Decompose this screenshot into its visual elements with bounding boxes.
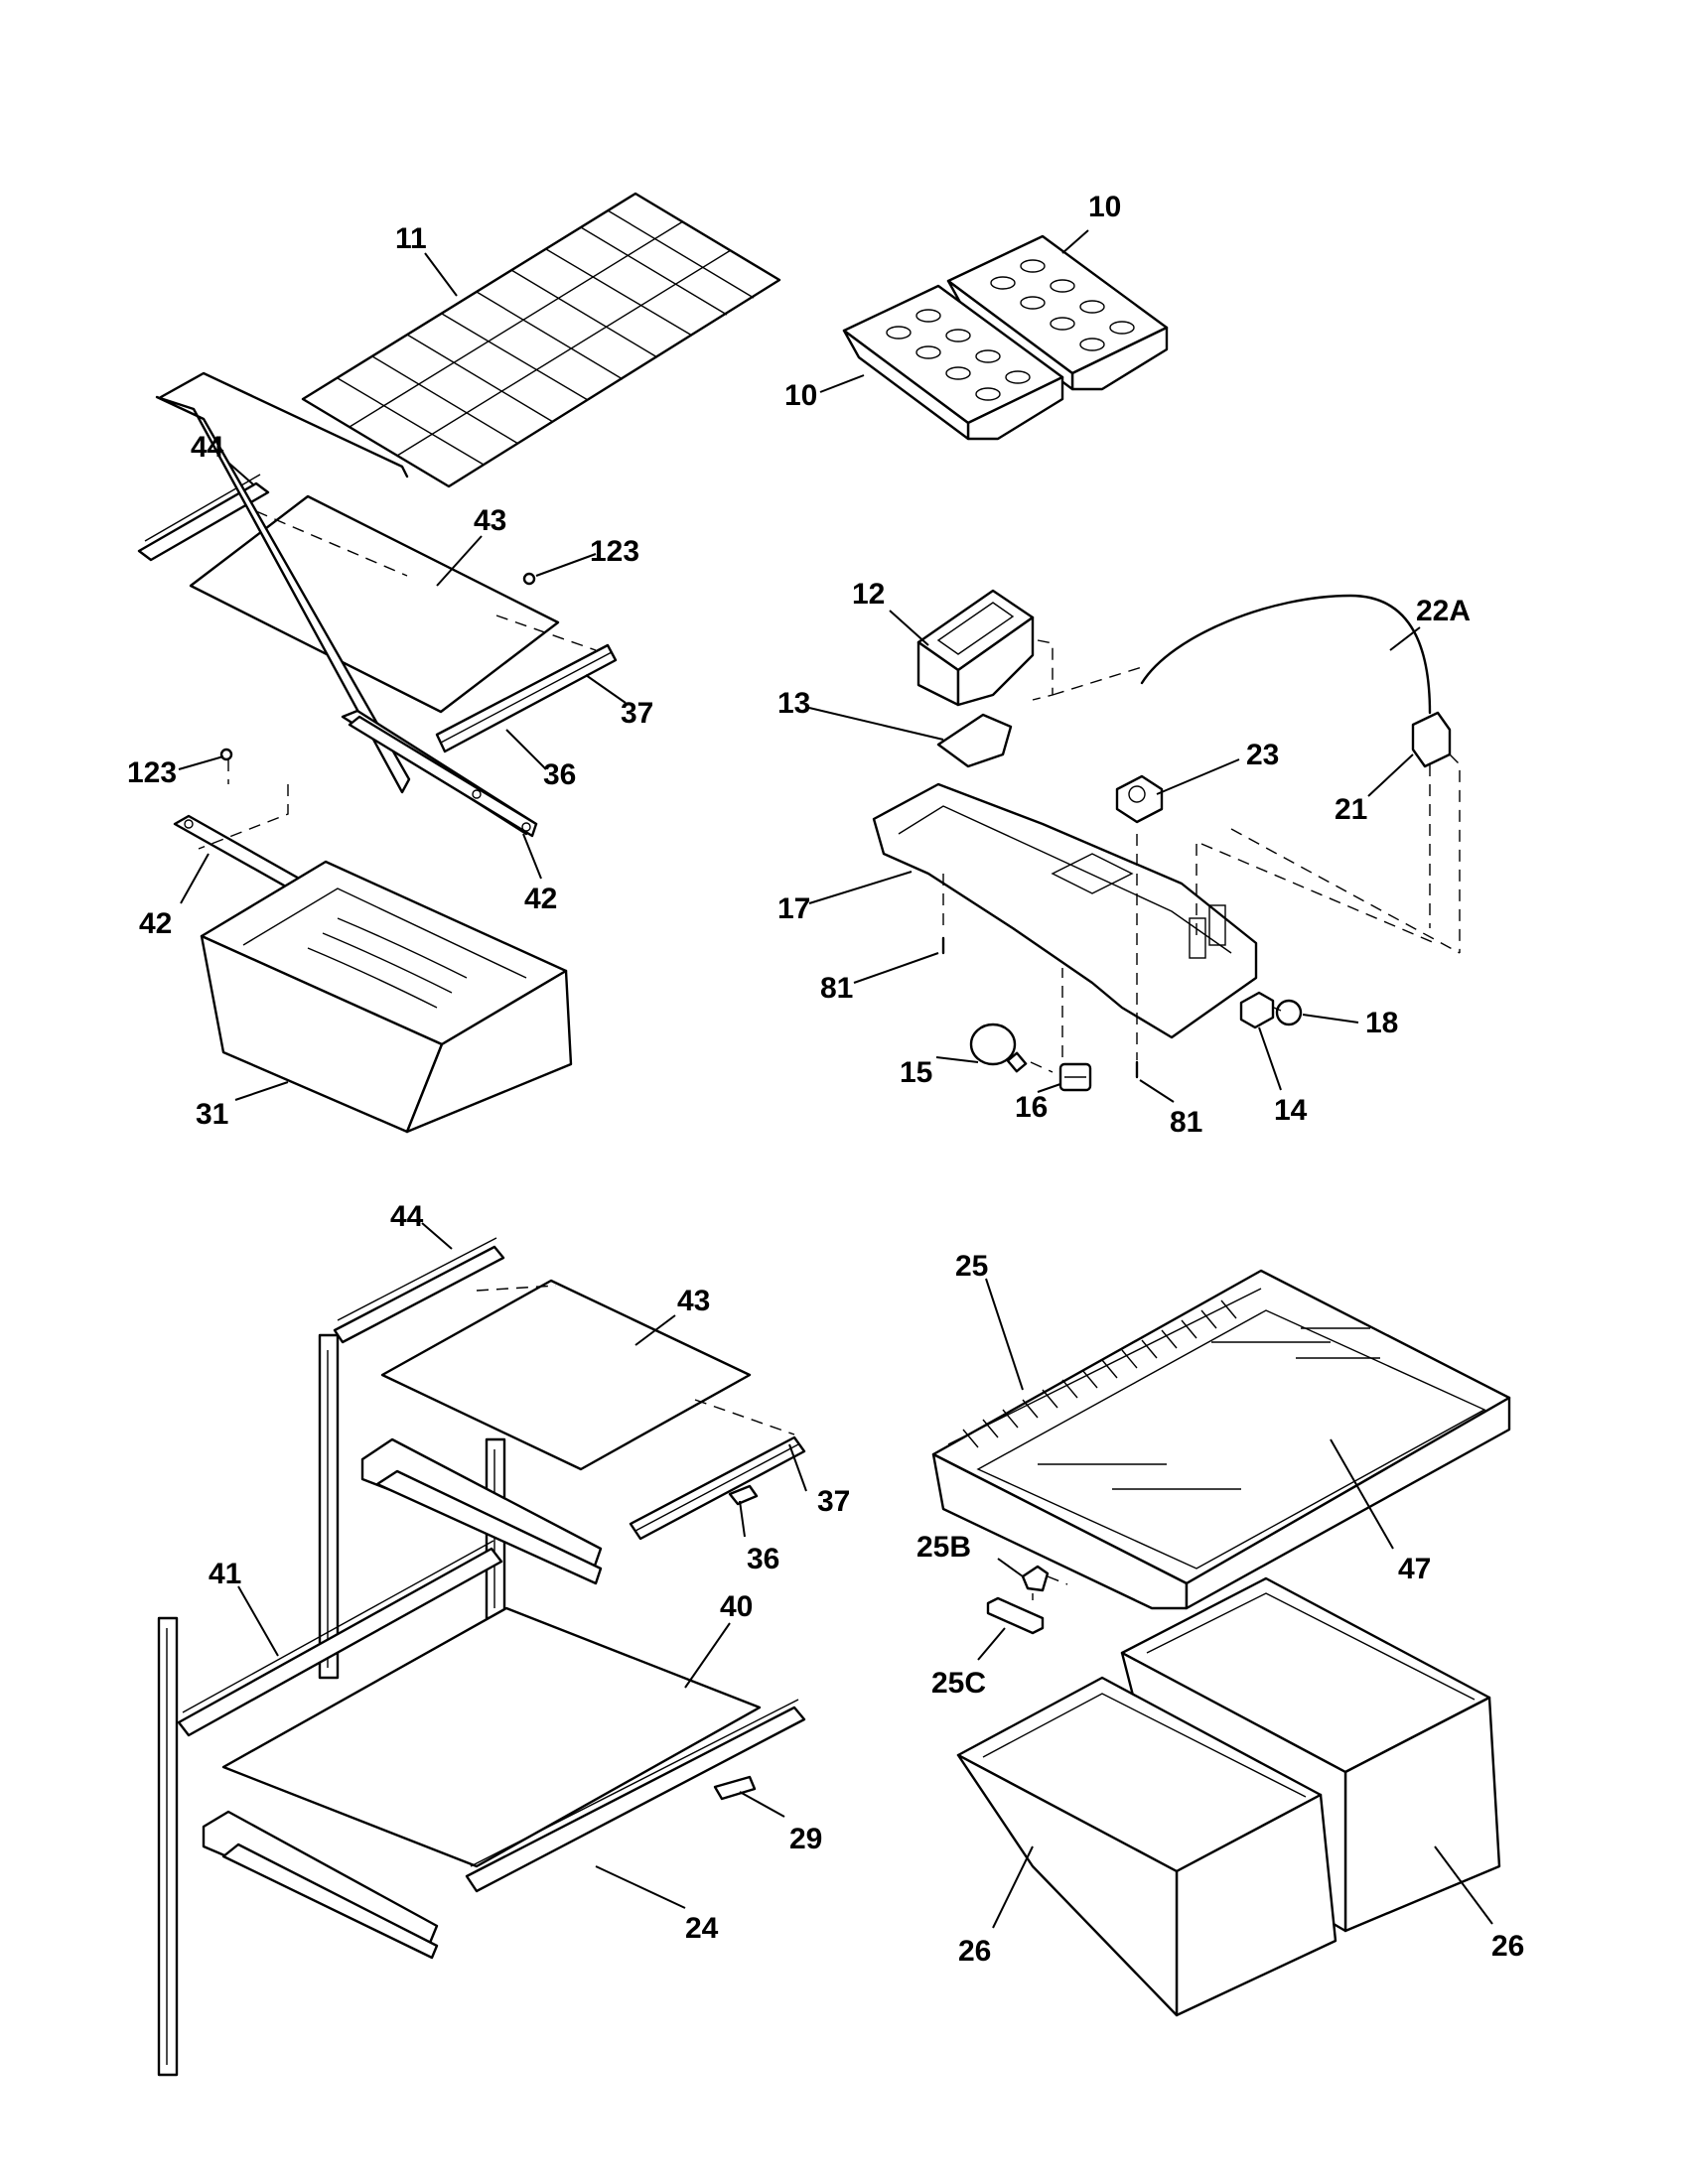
timer-part-23 [1115, 774, 1164, 824]
callout-15: 15 [900, 1056, 932, 1089]
crisper-cover-glass-part-47 [976, 1309, 1486, 1570]
ice-chute-part-13 [936, 713, 1013, 768]
shelf-frame-lower-upper [360, 1437, 603, 1585]
callout-16: 16 [1015, 1091, 1048, 1124]
callout-labels: 11 10 10 44 43 123 37 36 123 42 42 31 12… [127, 191, 1524, 1968]
ice-maker-housing-part-17 [872, 782, 1258, 1039]
shelf-trim-part-24 [465, 1699, 806, 1893]
callout-44-lower: 44 [390, 1200, 424, 1233]
callout-10-left: 10 [784, 379, 817, 412]
screw-part-123-lower [219, 748, 233, 761]
crisper-drawer-part-26-left [956, 1676, 1337, 2017]
callout-17: 17 [777, 892, 810, 925]
callout-43-lower: 43 [677, 1285, 710, 1317]
humidity-bracket-part-25C [986, 1596, 1045, 1635]
light-bulb-part-15 [969, 1023, 1028, 1073]
callout-36-upper: 36 [543, 758, 576, 791]
crisper-cover-part-25 [931, 1269, 1511, 1610]
callout-26-left: 26 [958, 1935, 991, 1968]
callout-22A: 22A [1416, 595, 1471, 627]
callout-10-top: 10 [1088, 191, 1121, 223]
callout-81-right: 81 [1170, 1106, 1202, 1139]
callout-81-left: 81 [820, 972, 853, 1005]
ice-tray-part-10-front [842, 284, 1064, 441]
callout-21: 21 [1335, 793, 1367, 826]
callout-29: 29 [789, 1823, 822, 1855]
callout-123-lower: 123 [127, 756, 177, 789]
ice-bin-part-12 [916, 589, 1035, 707]
callout-24: 24 [685, 1912, 719, 1945]
callout-13: 13 [777, 687, 810, 720]
callout-14: 14 [1274, 1094, 1308, 1127]
vertical-ladder-rear [318, 1333, 340, 1680]
callout-18: 18 [1365, 1007, 1398, 1039]
callout-42-left: 42 [139, 907, 172, 940]
shelf-rail-part-36-lower [728, 1484, 759, 1506]
callout-36-lower: 36 [747, 1543, 779, 1575]
vertical-ladder-front [157, 1616, 179, 2077]
shelf-frame-upper [155, 371, 411, 794]
callout-31: 31 [196, 1098, 228, 1131]
callout-37-upper: 37 [621, 697, 653, 730]
callout-123-upper: 123 [590, 535, 639, 568]
light-socket-part-16 [1058, 1062, 1092, 1092]
wire-harness-part-22A [1140, 594, 1432, 715]
glass-shelf-part-43-lower [380, 1279, 752, 1471]
callout-26-right: 26 [1491, 1930, 1524, 1963]
callout-25B: 25B [916, 1531, 971, 1564]
shelf-bracket-part-42-right-upper [348, 715, 538, 838]
callout-44-upper: 44 [191, 431, 224, 464]
screw-part-123-upper [522, 572, 536, 586]
plug-part-18 [1275, 999, 1303, 1026]
callout-42-right: 42 [524, 883, 557, 915]
callout-41: 41 [209, 1558, 241, 1590]
humidity-slide-part-25B [1021, 1565, 1050, 1592]
shelf-trim-part-41 [177, 1540, 503, 1737]
glass-shelf-part-43-upper [189, 494, 560, 714]
callout-40: 40 [720, 1590, 753, 1623]
shelf-trim-part-44-lower [333, 1237, 505, 1344]
callout-37-lower: 37 [817, 1485, 850, 1518]
callout-47: 47 [1398, 1553, 1431, 1585]
callout-25C: 25C [931, 1667, 986, 1700]
callout-25: 25 [955, 1250, 988, 1283]
glass-shelf-part-40 [221, 1606, 762, 1868]
switch-part-14 [1239, 991, 1275, 1029]
shelf-trim-part-37-lower [629, 1435, 806, 1541]
callout-11: 11 [395, 222, 427, 255]
leader-lines [178, 229, 1493, 1929]
wire-shelf-part-11 [301, 192, 781, 488]
callout-43-upper: 43 [474, 504, 506, 537]
switch-part-21 [1411, 711, 1452, 768]
shelf-rail-part-29 [713, 1775, 757, 1801]
shelf-trim-part-37-upper [435, 643, 618, 753]
callout-23: 23 [1246, 739, 1279, 771]
shelf-frame-lower-lower [202, 1810, 439, 1960]
crisper-cover-vents [962, 1299, 1237, 1448]
callout-12: 12 [852, 578, 885, 611]
crisper-drawer-part-31 [200, 860, 573, 1134]
